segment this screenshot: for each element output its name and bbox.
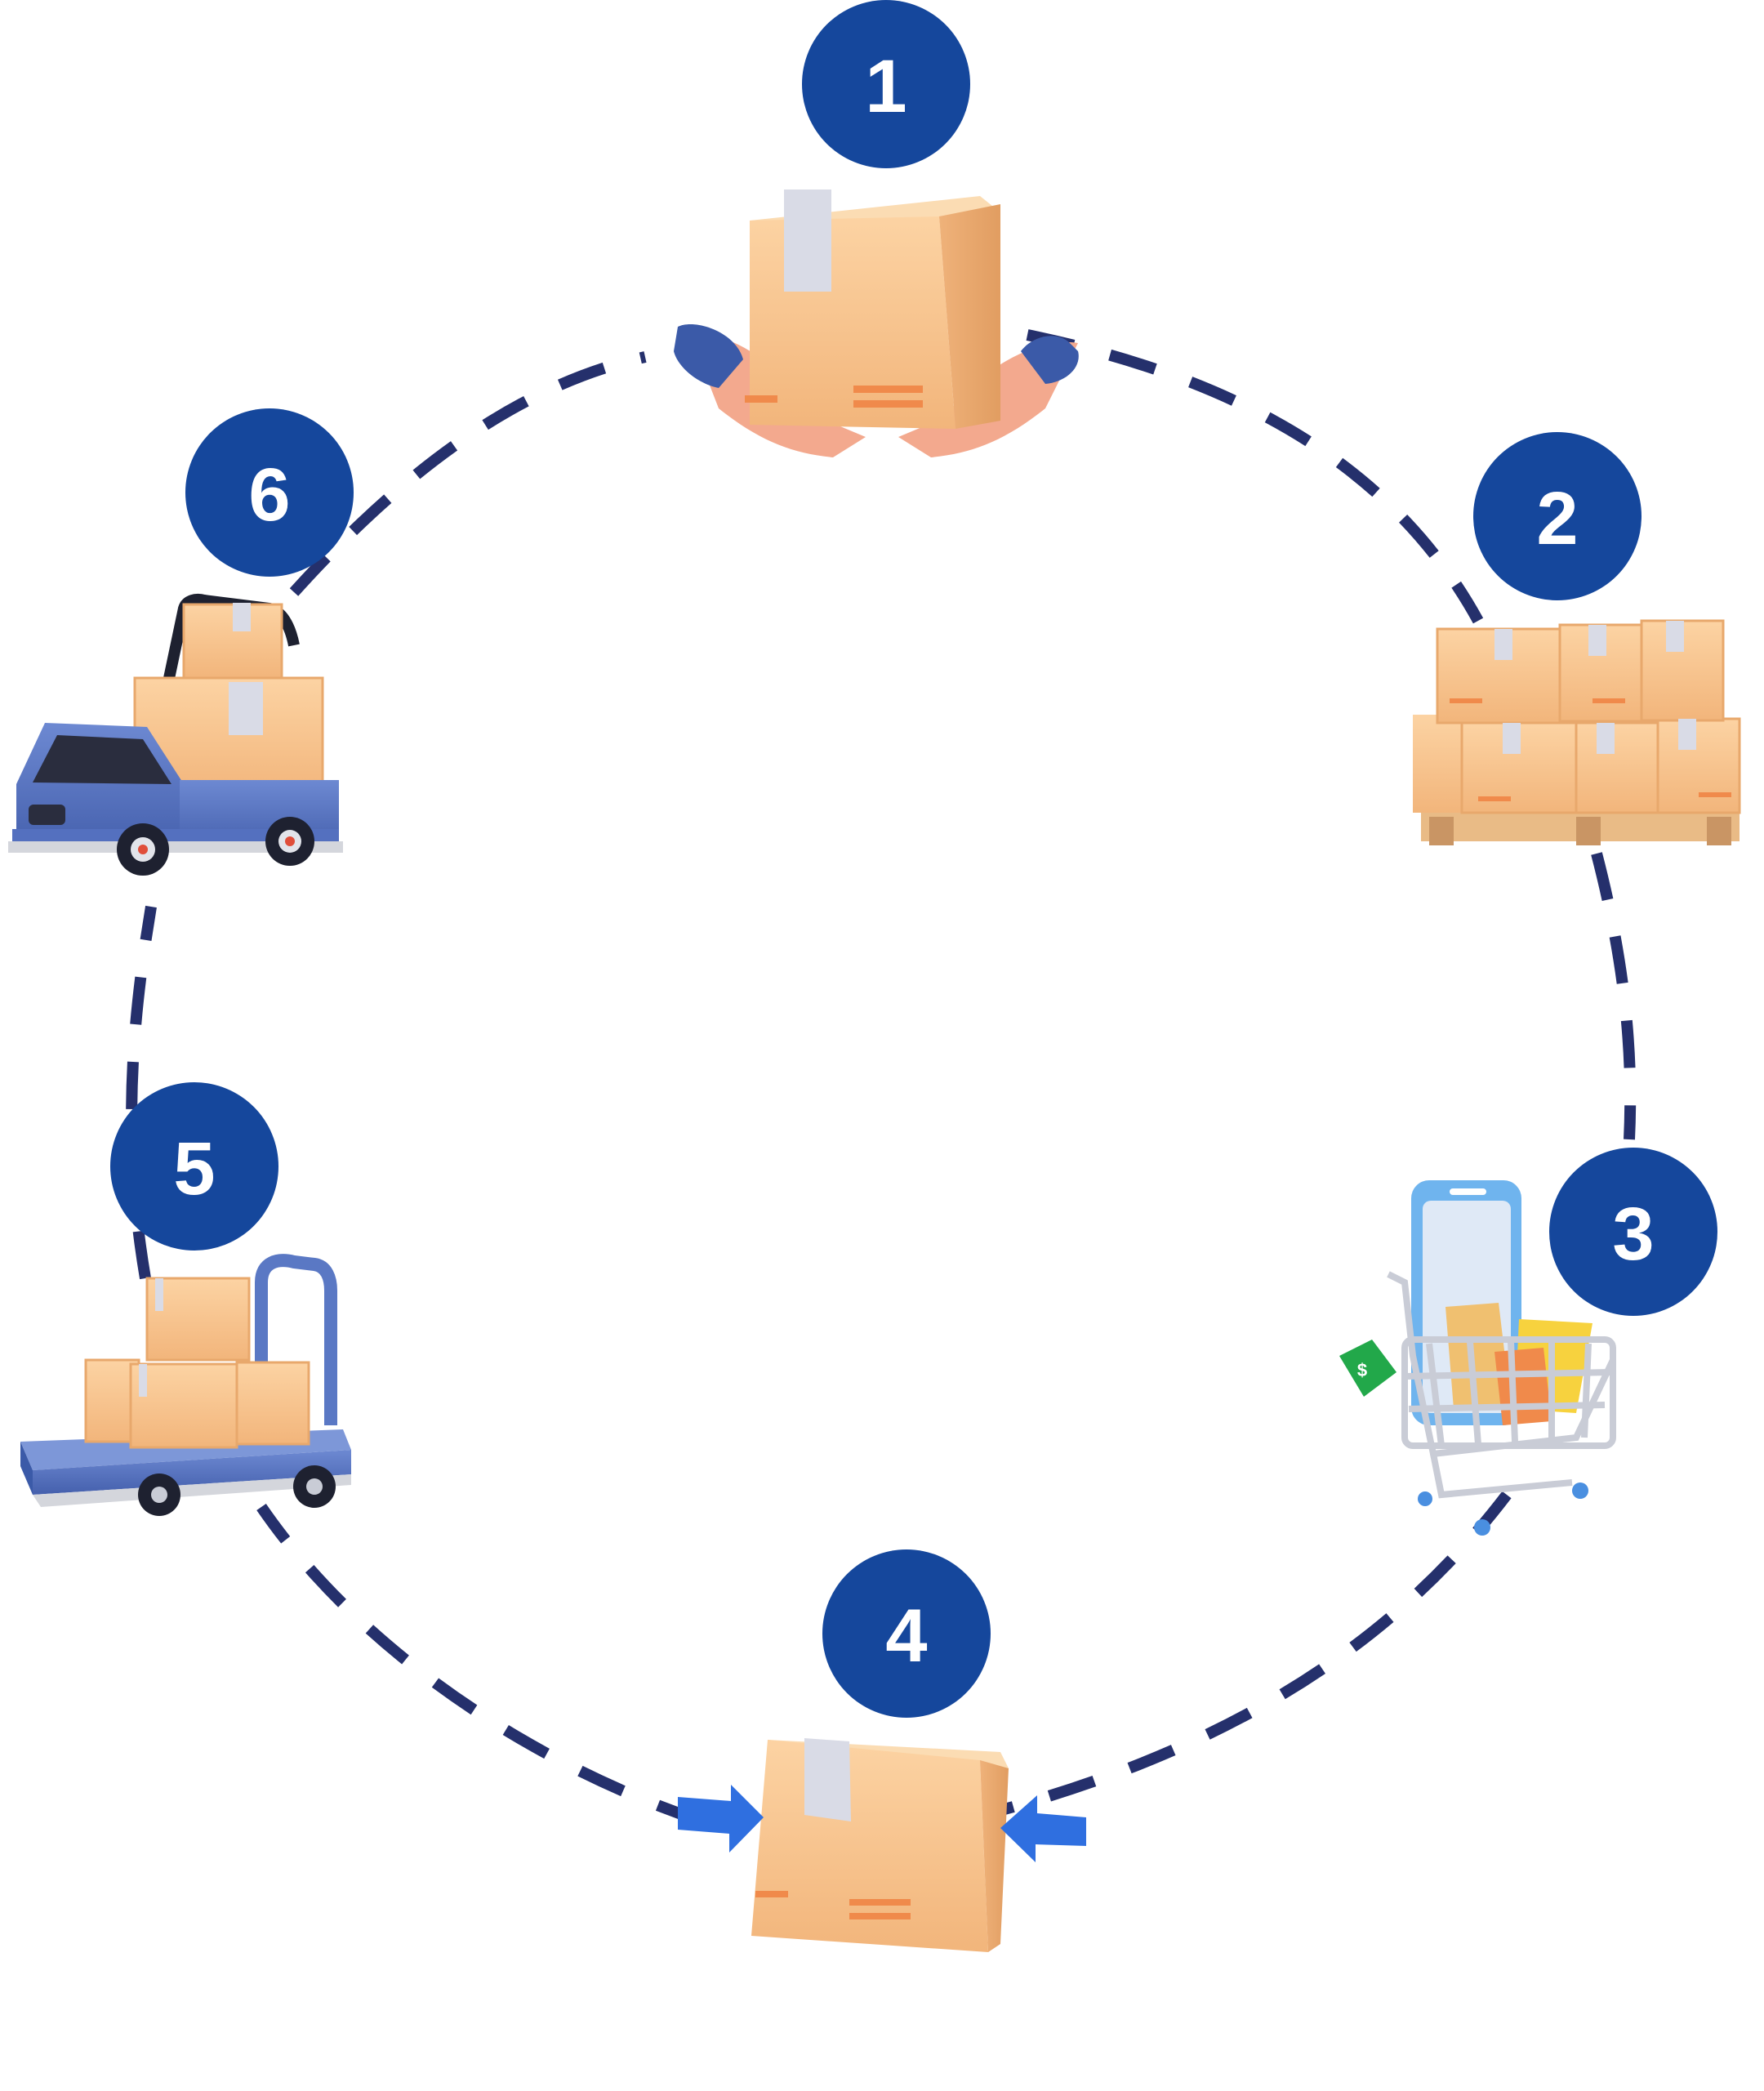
step-number-5: 5 (173, 1127, 215, 1210)
right-compress-arrow-icon (1000, 1795, 1086, 1862)
dash-segment-1-2 (1026, 329, 1484, 624)
step-1-hands-holding-box-icon (674, 189, 1079, 457)
step-6-delivery-truck-boxes-icon (8, 593, 343, 876)
step-3-shopping-cart-phone-icon: $ (1339, 1180, 1616, 1536)
step-2-pallet-of-boxes-icon (1413, 619, 1741, 845)
left-compress-arrow-icon (678, 1785, 764, 1852)
step-number-3: 3 (1612, 1193, 1654, 1276)
dash-segment-3-4 (1003, 1491, 1512, 1815)
step-badge-6: 6 (185, 408, 354, 577)
step-number-6: 6 (248, 453, 290, 537)
step-badge-3: 3 (1549, 1148, 1717, 1316)
step-5-hand-trolley-boxes-icon (20, 1254, 351, 1516)
step-badge-4: 4 (822, 1549, 991, 1718)
step-number-2: 2 (1536, 477, 1578, 560)
step-4-compressed-box-arrows-icon (678, 1738, 1086, 1952)
dash-segment-2-3 (1591, 852, 1637, 1140)
step-badge-1: 1 (802, 0, 970, 168)
svg-text:$: $ (1357, 1360, 1367, 1380)
step-badge-5: 5 (110, 1082, 278, 1251)
step-number-1: 1 (865, 45, 906, 128)
cycle-dashes (126, 329, 1637, 1827)
dash-segment-6-1 (289, 351, 647, 596)
dash-segment-4-5 (256, 1504, 705, 1827)
step-number-4: 4 (885, 1594, 927, 1678)
step-badge-2: 2 (1473, 432, 1642, 600)
dash-segment-5-6 (126, 905, 157, 1280)
